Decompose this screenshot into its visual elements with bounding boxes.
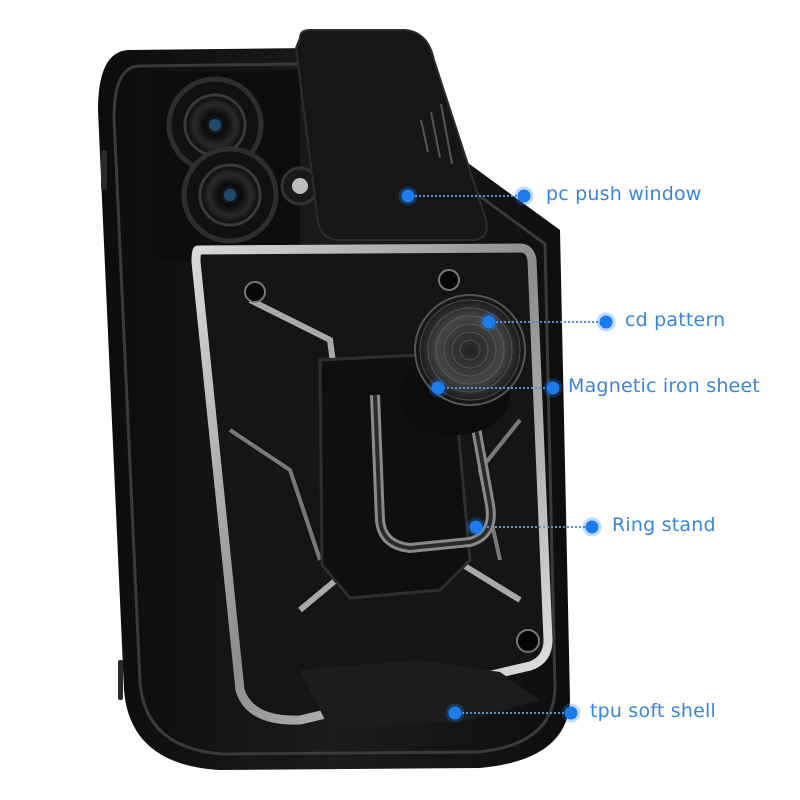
callout-label: tpu soft shell — [590, 700, 716, 722]
pc-push-window — [294, 29, 488, 241]
leader-line — [476, 526, 592, 528]
callout-label: cd pattern — [625, 309, 726, 331]
callout-label: Ring stand — [612, 514, 716, 536]
anchor-dot-icon — [482, 315, 496, 329]
anchor-dot-icon — [448, 706, 462, 720]
anchor-dot-icon — [401, 189, 415, 203]
label-dot-icon — [517, 189, 531, 203]
leader-line — [489, 321, 606, 323]
label-dot-icon — [599, 315, 613, 329]
leader-line — [455, 712, 571, 714]
anchor-dot-icon — [469, 520, 483, 534]
label-dot-icon — [585, 520, 599, 534]
callout-label: Magnetic iron sheet — [568, 375, 760, 397]
callout-label: pc push window — [546, 183, 702, 205]
leader-line — [408, 195, 524, 197]
label-dot-icon — [546, 381, 560, 395]
anchor-dot-icon — [431, 381, 445, 395]
ring-stand — [370, 394, 496, 554]
camera-module — [150, 70, 320, 262]
label-dot-icon — [564, 706, 578, 720]
leader-line — [438, 387, 553, 389]
